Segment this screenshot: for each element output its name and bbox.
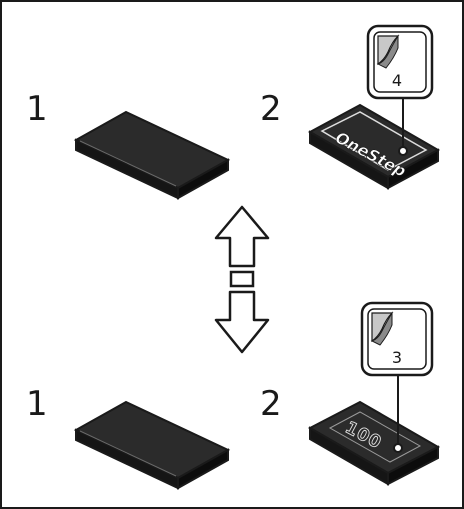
bottom-callout-dot: [393, 443, 403, 453]
bottom-callout-box: 3: [360, 301, 434, 377]
label-bottom-left-1: 1: [26, 384, 48, 424]
top-callout-box: 4: [366, 24, 434, 100]
double-headed-vertical-arrow-icon: [214, 205, 270, 354]
plain-tile-top: [73, 110, 231, 200]
top-callout-dot: [398, 146, 408, 156]
peeling-sticker-icon: [370, 311, 394, 346]
100-tile: 100: [307, 400, 441, 486]
peeling-sticker-icon: [376, 34, 400, 69]
label-top-left-1: 1: [26, 89, 48, 129]
onestep-tile: OneStep: [307, 103, 441, 190]
label-bottom-right-2: 2: [260, 384, 282, 424]
top-callout-number: 4: [392, 71, 402, 90]
label-top-right-2: 2: [260, 89, 282, 129]
bottom-callout-number: 3: [392, 348, 402, 367]
plain-tile-bottom: [73, 400, 231, 490]
